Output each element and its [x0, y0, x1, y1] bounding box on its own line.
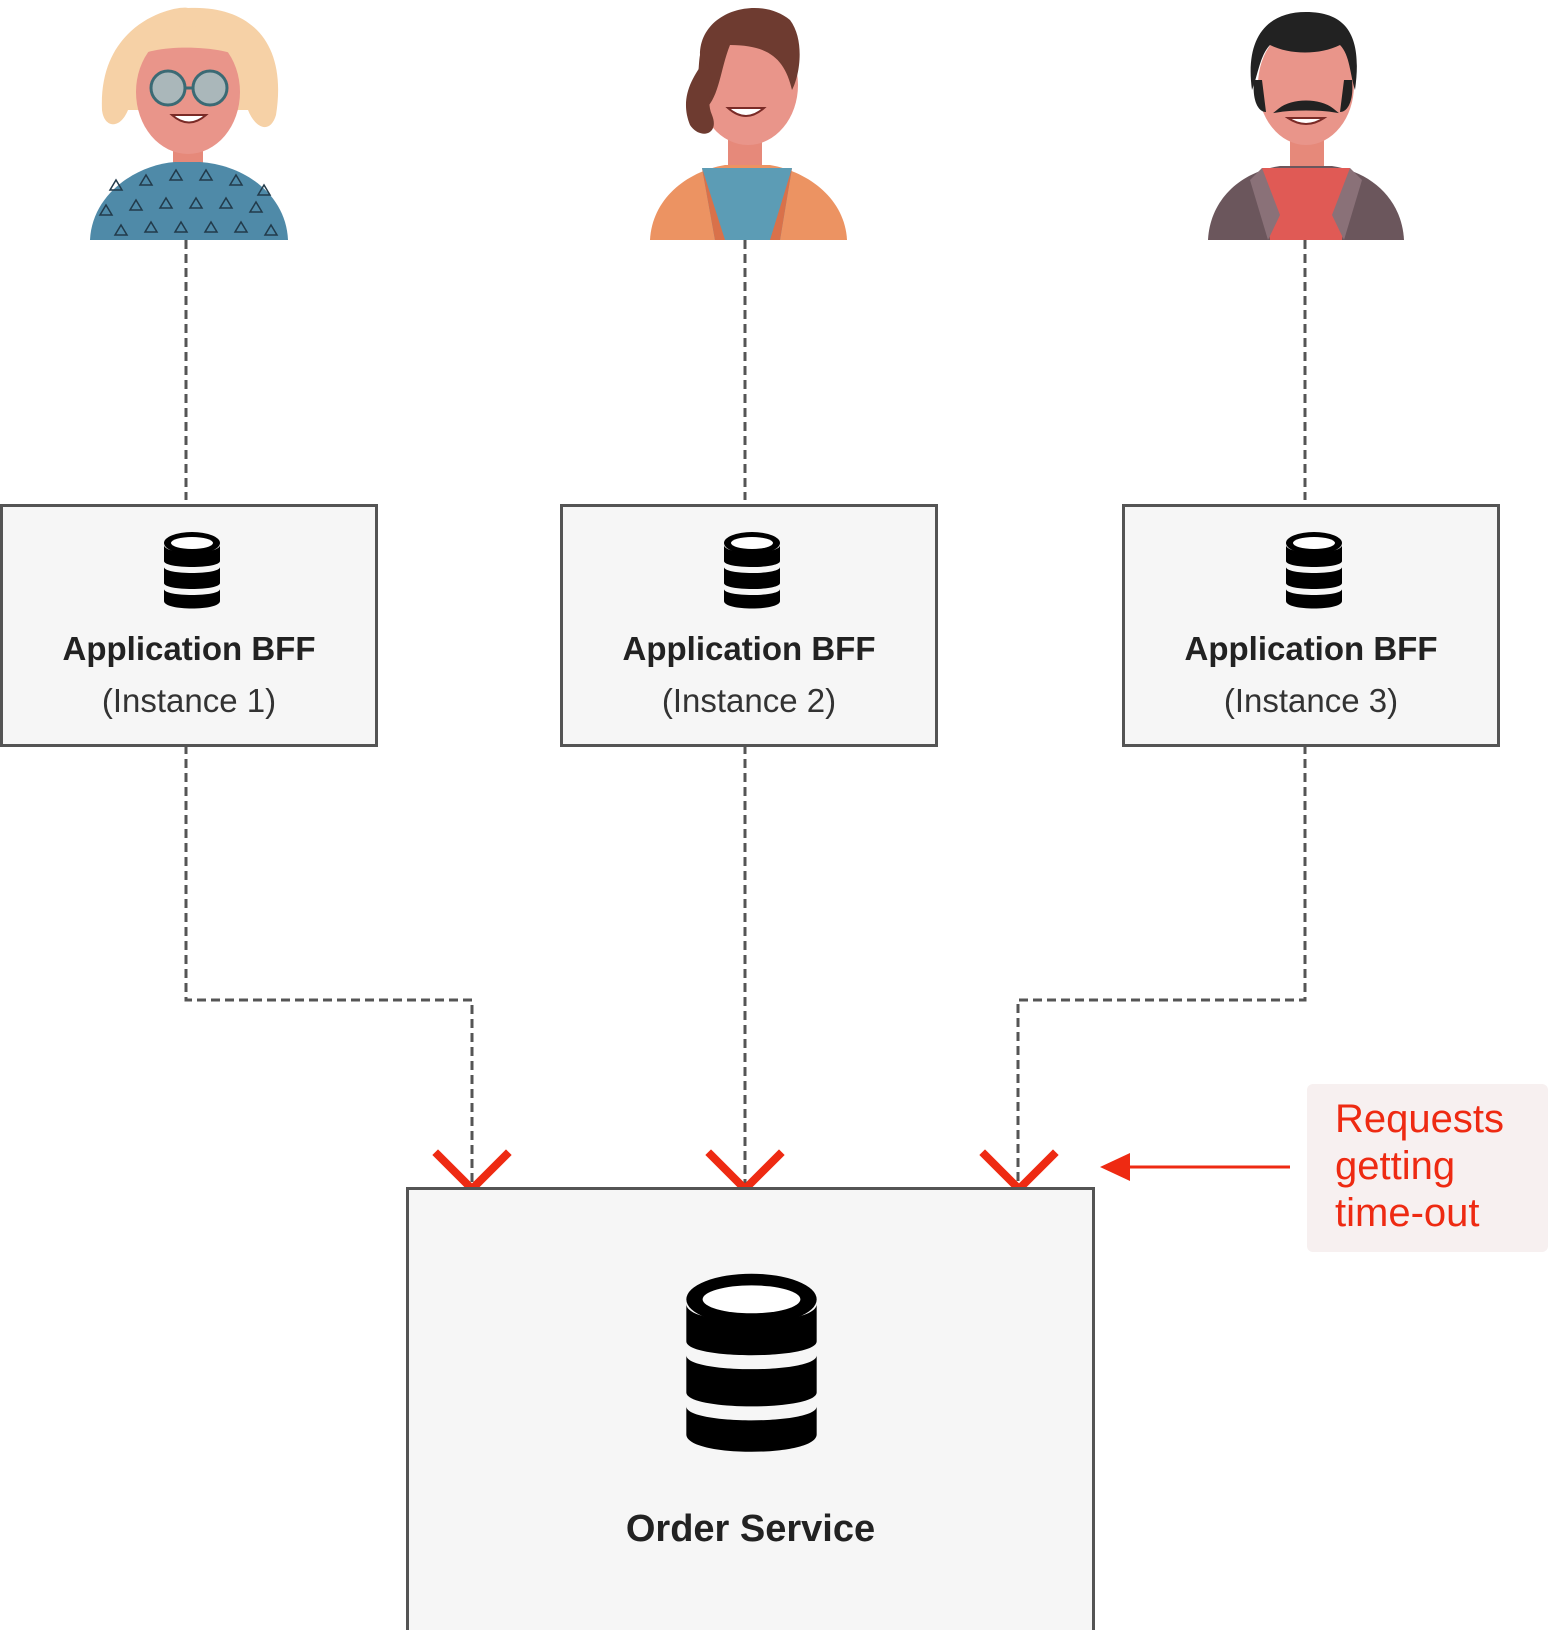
order-service-box[interactable]: Order Service — [406, 1187, 1095, 1630]
database-icon — [724, 532, 780, 609]
database-icon — [1286, 532, 1342, 609]
connector-bff3-order-service — [1016, 745, 1307, 1190]
bff-subtitle: (Instance 1) — [101, 682, 277, 719]
callout-line: Requests — [1335, 1097, 1504, 1141]
database-icon — [164, 532, 220, 609]
bff-instance-box[interactable]: Application BFF (Instance 2) — [560, 504, 938, 747]
callout-arrow — [1100, 1153, 1290, 1181]
callout-line: getting — [1335, 1144, 1456, 1188]
bff-title: Application BFF — [622, 630, 876, 667]
order-service-title: Order Service — [625, 1508, 876, 1550]
bff-instance-box[interactable]: Application BFF (Instance 1) — [0, 504, 378, 747]
bff-subtitle: (Instance 3) — [1223, 682, 1399, 719]
user-avatar-man-mustache-icon — [1208, 12, 1404, 240]
bff-instance-box[interactable]: Application BFF (Instance 3) — [1122, 504, 1500, 747]
bff-title: Application BFF — [1184, 630, 1438, 667]
timeout-callout: Requests getting time-out — [1307, 1084, 1548, 1252]
callout-line: time-out — [1335, 1191, 1480, 1235]
bff-title: Application BFF — [62, 630, 316, 667]
user-avatar-woman-curly-hair-icon — [650, 7, 847, 240]
bff-subtitle: (Instance 2) — [661, 682, 837, 719]
connector-bff1-order-service — [184, 745, 474, 1190]
user-avatar-woman-glasses-icon — [90, 7, 288, 240]
database-icon — [686, 1273, 817, 1452]
